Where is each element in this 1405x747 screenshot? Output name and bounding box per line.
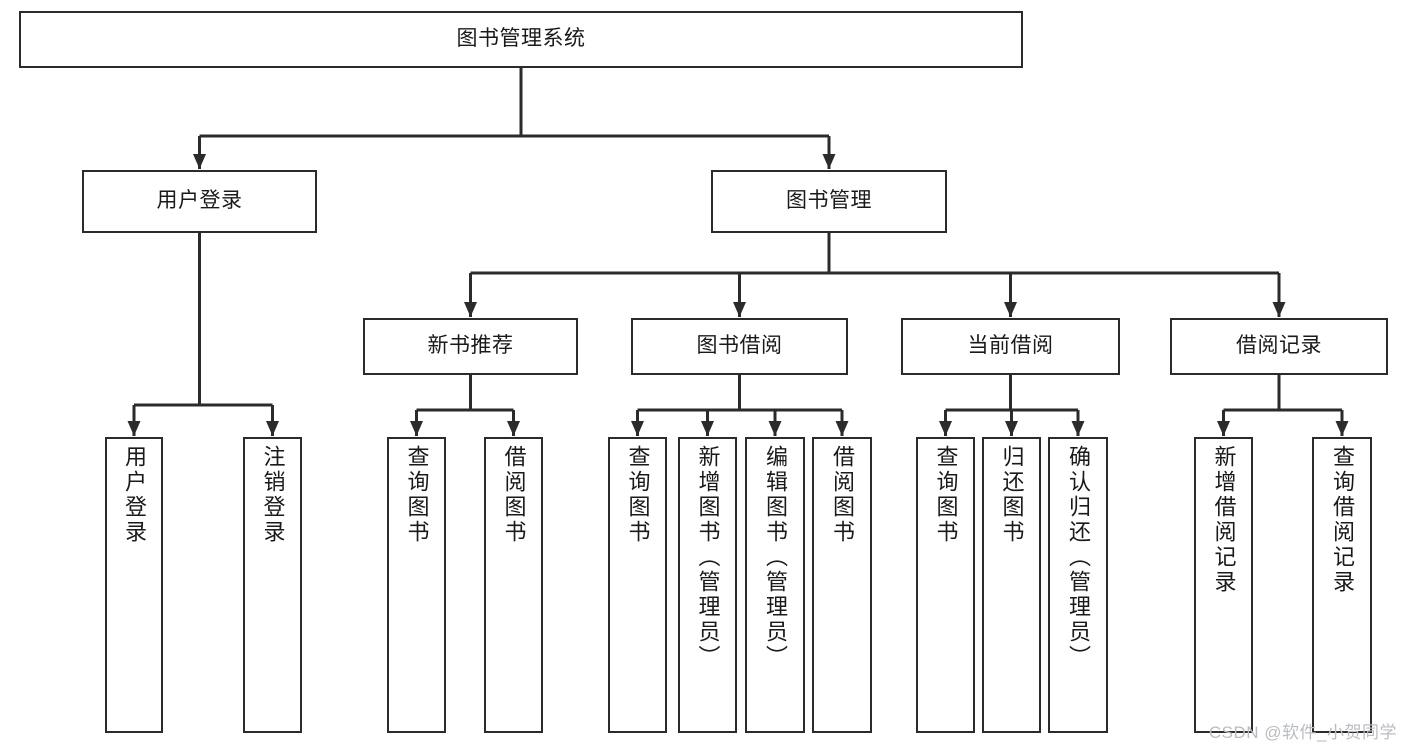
node-current[interactable]: 当前借阅 — [901, 318, 1120, 375]
node-b-edit[interactable]: 编辑图书（管理员） — [745, 437, 805, 733]
arrow-head-newbook — [464, 302, 477, 317]
node-label-login: 用户登录 — [156, 189, 243, 213]
node-b-query[interactable]: 查询图书 — [608, 437, 667, 733]
node-b-borrow[interactable]: 借阅图书 — [812, 437, 872, 733]
node-c-return[interactable]: 归还图书 — [982, 437, 1041, 733]
watermark: CSDN @软件_小贺同学 — [1208, 723, 1397, 742]
arrow-head-n-borrow — [507, 421, 520, 436]
node-label-records: 借阅记录 — [1236, 334, 1322, 358]
node-label-root: 图书管理系统 — [456, 27, 586, 51]
node-label-n-query: 查询图书 — [404, 445, 430, 545]
node-label-b-query: 查询图书 — [625, 445, 651, 545]
arrow-head-r-add — [1217, 421, 1230, 436]
node-label-n-borrow: 借阅图书 — [501, 445, 527, 545]
arrow-head-b-add — [701, 421, 714, 436]
arrow-head-b-borrow — [835, 421, 849, 436]
node-label-r-query: 查询借阅记录 — [1329, 445, 1355, 595]
arrow-head-b-edit — [768, 421, 782, 436]
node-bookmgmt[interactable]: 图书管理 — [711, 170, 947, 233]
node-l-logout[interactable]: 注销登录 — [243, 437, 302, 733]
node-label-borrow: 图书借阅 — [696, 334, 783, 358]
node-label-c-return: 归还图书 — [999, 445, 1025, 545]
node-label-bookmgmt: 图书管理 — [786, 189, 872, 213]
node-l-login[interactable]: 用户登录 — [105, 437, 163, 733]
node-label-r-add: 新增借阅记录 — [1211, 445, 1237, 595]
node-label-b-edit: 编辑图书（管理员） — [762, 445, 788, 670]
arrow-head-bookmgmt — [822, 154, 836, 169]
arrow-head-c-confirm — [1071, 421, 1085, 436]
node-label-b-borrow: 借阅图书 — [829, 445, 855, 545]
node-c-query[interactable]: 查询图书 — [916, 437, 975, 733]
node-borrow[interactable]: 图书借阅 — [631, 318, 848, 375]
arrow-head-l-logout — [266, 421, 279, 436]
arrow-head-borrow — [733, 302, 746, 317]
node-label-newbook: 新书推荐 — [427, 334, 514, 358]
arrow-head-n-query — [410, 421, 423, 436]
arrow-head-r-query — [1335, 421, 1349, 436]
node-b-add[interactable]: 新增图书（管理员） — [678, 437, 737, 733]
node-label-l-logout: 注销登录 — [260, 445, 286, 545]
node-n-query[interactable]: 查询图书 — [387, 437, 446, 733]
node-c-confirm[interactable]: 确认归还（管理员） — [1048, 437, 1108, 733]
node-root[interactable]: 图书管理系统 — [19, 11, 1023, 68]
arrow-head-c-return — [1005, 421, 1018, 436]
node-label-current: 当前借阅 — [967, 334, 1054, 358]
node-r-add[interactable]: 新增借阅记录 — [1194, 437, 1253, 733]
node-records[interactable]: 借阅记录 — [1170, 318, 1388, 375]
arrow-head-c-query — [939, 421, 952, 436]
node-label-c-query: 查询图书 — [933, 445, 959, 545]
node-label-b-add: 新增图书（管理员） — [695, 445, 721, 670]
arrow-head-current — [1004, 302, 1017, 317]
arrow-head-b-query — [631, 421, 644, 436]
arrow-head-records — [1272, 302, 1286, 317]
arrow-head-l-login — [127, 421, 141, 436]
arrow-head-login — [193, 154, 206, 169]
node-newbook[interactable]: 新书推荐 — [363, 318, 578, 375]
node-label-l-login: 用户登录 — [121, 445, 147, 545]
node-r-query[interactable]: 查询借阅记录 — [1312, 437, 1372, 733]
node-n-borrow[interactable]: 借阅图书 — [484, 437, 543, 733]
node-label-c-confirm: 确认归还（管理员） — [1065, 445, 1091, 670]
node-login[interactable]: 用户登录 — [82, 170, 317, 233]
